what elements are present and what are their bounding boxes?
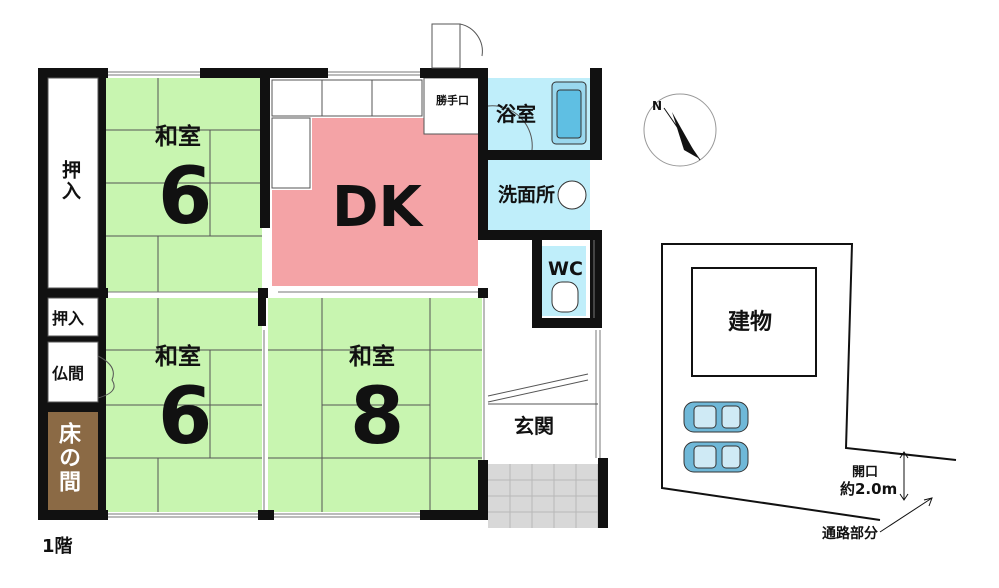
tokonoma-label: 床の間 — [55, 422, 80, 494]
washitsu-b-size: 6 — [158, 372, 213, 462]
passage-label: 通路部分 — [822, 526, 878, 542]
closet-top-label: 押入 — [59, 160, 81, 202]
bath-label: 浴室 — [496, 102, 536, 126]
compass-n-label: N — [652, 99, 662, 113]
washitsu-a-size: 6 — [158, 152, 213, 242]
washitsu-c-size: 8 — [350, 372, 405, 462]
compass-north-icon — [643, 93, 717, 167]
dk-label: DK — [332, 175, 422, 240]
toilet-icon — [551, 281, 579, 313]
dk-area — [272, 118, 478, 286]
floor-label: 1階 — [42, 536, 73, 557]
washroom-label: 洗面所 — [498, 184, 556, 206]
closet-small-label: 押入 — [52, 309, 85, 328]
site-boundary — [661, 243, 957, 521]
tokonoma-area — [46, 412, 98, 510]
butsuma-label: 仏間 — [52, 364, 85, 383]
site-building — [691, 267, 817, 377]
washitsu-b-name: 和室 — [155, 344, 201, 370]
wc-label: WC — [548, 258, 583, 280]
car-icon — [683, 441, 749, 473]
opening-label: 開口 — [852, 465, 879, 480]
opening-width: 約2.0m — [840, 480, 898, 498]
washbasin-icon — [557, 180, 587, 210]
site-building-label: 建物 — [728, 310, 773, 335]
washitsu-a-name: 和室 — [155, 124, 201, 150]
washitsu-c-name: 和室 — [349, 344, 395, 370]
back-door-label: 勝手口 — [436, 94, 469, 107]
car-icon — [683, 401, 749, 433]
washitsu-a-area — [105, 78, 262, 292]
entrance-label: 玄関 — [514, 414, 554, 438]
